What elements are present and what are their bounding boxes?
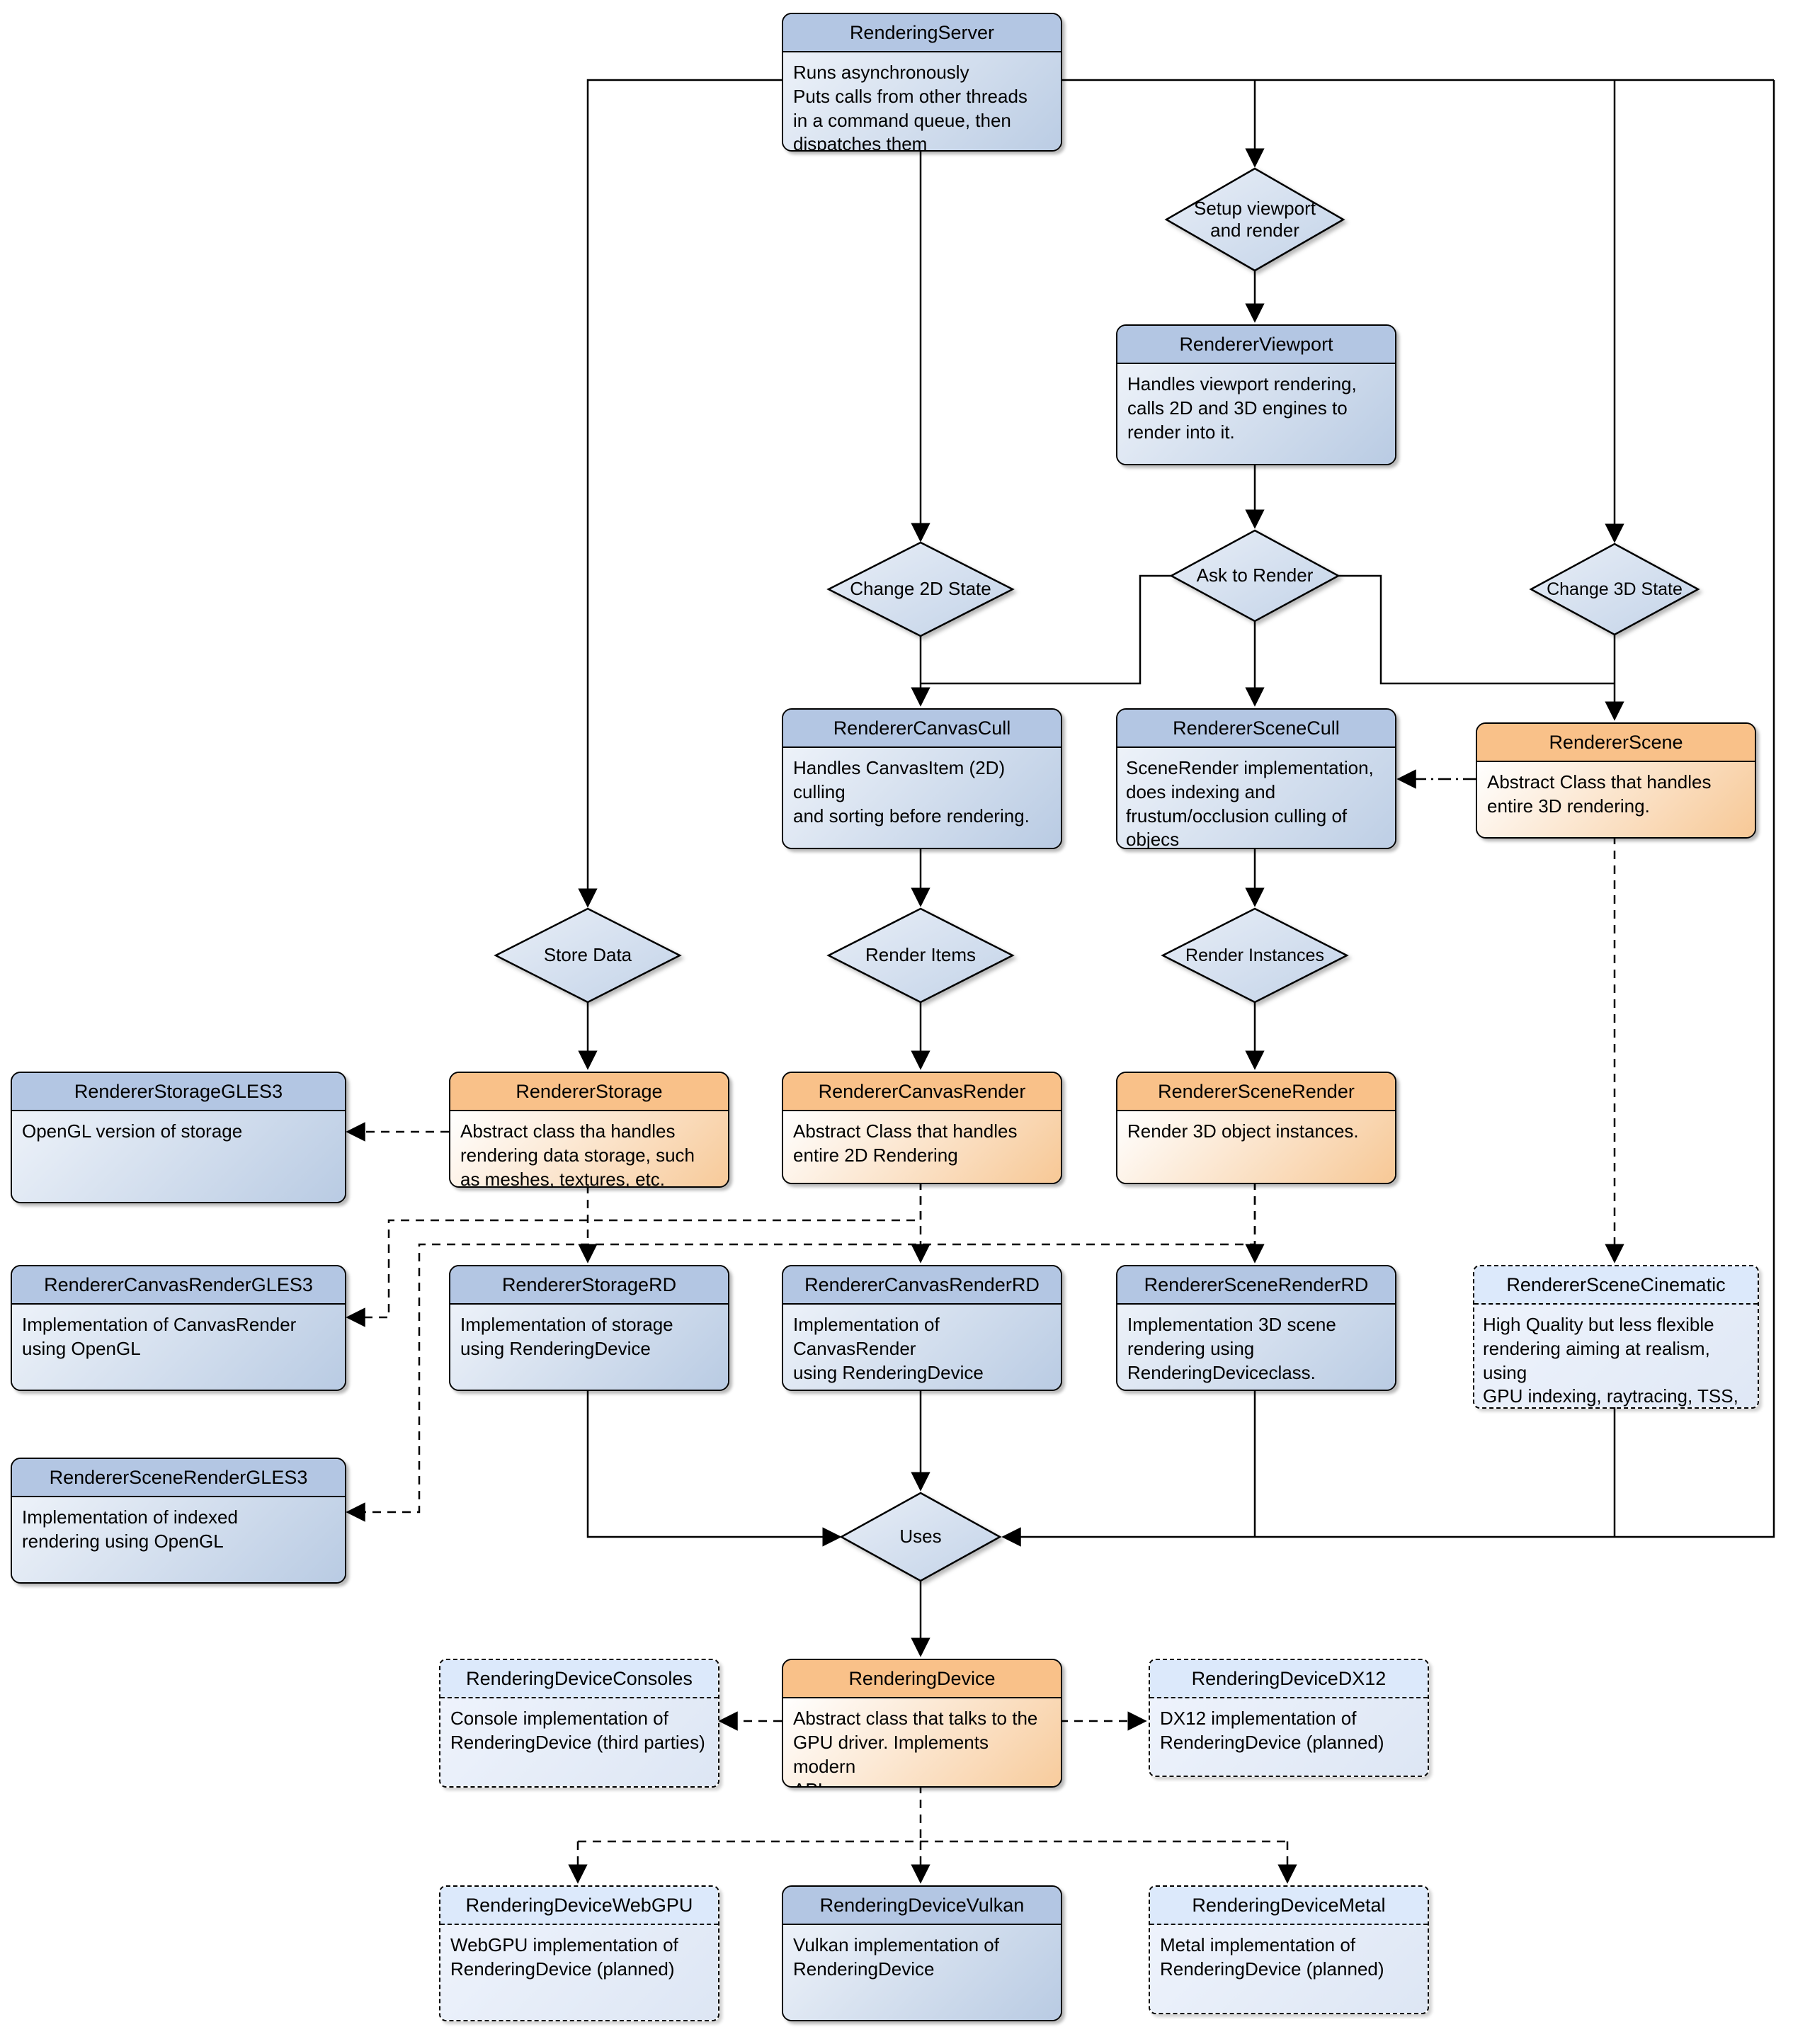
node-desc: DX12 implementation of RenderingDevice (… [1150,1698,1428,1776]
node-title: RenderingDevice [783,1660,1061,1698]
diamond-shape [829,543,1013,636]
node-renderer-storage: RendererStorage Abstract class tha handl… [449,1072,729,1188]
node-desc: Implementation of storage using Renderin… [450,1305,728,1390]
decision-label: Store Data [543,944,632,966]
node-rendering-server: RenderingServer Runs asynchronously Puts… [782,13,1062,152]
node-rendering-device-vulkan: RenderingDeviceVulkan Vulkan implementat… [782,1885,1062,2021]
node-title: RendererStorageRD [450,1266,728,1305]
node-title: RendererCanvasRenderRD [783,1266,1061,1305]
node-desc: Metal implementation of RenderingDevice … [1150,1925,1428,2013]
node-rendering-device-consoles: RenderingDeviceConsoles Console implemen… [439,1659,719,1788]
decision-label: Render Items [865,944,977,966]
node-renderer-canvas-render-gles3: RendererCanvasRenderGLES3 Implementation… [11,1265,346,1391]
node-renderer-canvas-render: RendererCanvasRender Abstract Class that… [782,1072,1062,1184]
node-desc: Implementation of CanvasRender using Ope… [12,1305,345,1390]
node-rendering-device: RenderingDevice Abstract class that talk… [782,1659,1062,1788]
node-title: RendererStorageGLES3 [12,1073,345,1111]
diamond-shape [841,1493,1000,1581]
decision-change-2d-state: Change 2D State [829,543,1013,636]
node-renderer-scene-render: RendererSceneRender Render 3D object ins… [1116,1072,1396,1184]
decision-store-data: Store Data [496,909,680,1002]
node-desc: Abstract class tha handles rendering dat… [450,1111,728,1186]
node-desc: Runs asynchronously Puts calls from othe… [783,52,1061,150]
decision-render-instances: Render Instances [1163,909,1347,1002]
node-title: RenderingDeviceConsoles [440,1660,718,1698]
decision-label: Uses [899,1526,942,1548]
node-rendering-device-metal: RenderingDeviceMetal Metal implementatio… [1149,1885,1429,2014]
node-title: RendererCanvasRender [783,1073,1061,1111]
decision-render-items: Render Items [829,909,1013,1002]
diamond-shape [1163,909,1347,1002]
node-desc: Handles CanvasItem (2D) culling and sort… [783,748,1061,848]
decision-setup-viewport: Setup viewport and render [1166,169,1343,271]
node-renderer-scene-cull: RendererSceneCull SceneRender implementa… [1116,708,1396,849]
node-title: RendererSceneRenderGLES3 [12,1459,345,1497]
node-renderer-storage-gles3: RendererStorageGLES3 OpenGL version of s… [11,1072,346,1203]
node-title: RendererCanvasRenderGLES3 [12,1266,345,1305]
node-title: RendererScene [1477,724,1755,762]
node-desc: WebGPU implementation of RenderingDevice… [440,1925,718,2020]
decision-label: Change 2D State [850,578,991,600]
node-renderer-viewport: RendererViewport Handles viewport render… [1116,324,1396,465]
node-desc: Implementation of indexed rendering usin… [12,1497,345,1582]
node-title: RenderingDeviceDX12 [1150,1660,1428,1698]
node-renderer-storage-rd: RendererStorageRD Implementation of stor… [449,1265,729,1391]
node-renderer-scene-cinematic: RendererSceneCinematic High Quality but … [1473,1265,1759,1409]
node-desc: OpenGL version of storage [12,1111,345,1202]
diamond-shape [1171,530,1338,621]
node-rendering-device-webgpu: RenderingDeviceWebGPU WebGPU implementat… [439,1885,719,2021]
node-desc: High Quality but less flexible rendering… [1474,1305,1758,1407]
decision-label: Ask to Render [1196,564,1314,586]
node-title: RenderingServer [783,14,1061,52]
node-title: RendererSceneRender [1117,1073,1395,1111]
node-title: RenderingDeviceWebGPU [440,1887,718,1925]
node-title: RenderingDeviceVulkan [783,1887,1061,1925]
node-desc: Abstract Class that handles entire 3D re… [1477,762,1755,837]
node-renderer-scene-render-gles3: RendererSceneRenderGLES3 Implementation … [11,1458,346,1584]
node-desc: Abstract Class that handles entire 2D Re… [783,1111,1061,1183]
node-renderer-canvas-render-rd: RendererCanvasRenderRD Implementation of… [782,1265,1062,1391]
node-desc: SceneRender implementation, does indexin… [1117,748,1395,848]
node-desc: Abstract class that talks to the GPU dri… [783,1698,1061,1786]
node-title: RendererStorage [450,1073,728,1111]
node-rendering-device-dx12: RenderingDeviceDX12 DX12 implementation … [1149,1659,1429,1777]
diamond-shape [1531,544,1698,635]
node-renderer-scene: RendererScene Abstract Class that handle… [1476,722,1756,839]
node-renderer-canvas-cull: RendererCanvasCull Handles CanvasItem (2… [782,708,1062,849]
node-desc: Implementation 3D scene rendering using … [1117,1305,1395,1390]
node-desc: Console implementation of RenderingDevic… [440,1698,718,1786]
decision-label: Render Instances [1185,946,1324,965]
node-title: RendererSceneCull [1117,710,1395,748]
node-desc: Implementation of CanvasRender using Ren… [783,1305,1061,1390]
decision-change-3d-state: Change 3D State [1531,544,1698,635]
diamond-shape [496,909,680,1002]
diamond-shape [1166,169,1343,271]
diamond-shape [829,909,1013,1002]
node-title: RendererSceneRenderRD [1117,1266,1395,1305]
decision-label: Change 3D State [1547,579,1683,599]
node-desc: Handles viewport rendering, calls 2D and… [1117,364,1395,464]
decision-uses: Uses [841,1493,1000,1581]
node-title: RendererViewport [1117,326,1395,364]
decision-label: Setup viewport and render [1194,197,1316,241]
node-title: RenderingDeviceMetal [1150,1887,1428,1925]
decision-ask-to-render: Ask to Render [1171,530,1338,621]
node-title: RendererSceneCinematic [1474,1266,1758,1305]
node-desc: Render 3D object instances. [1117,1111,1395,1183]
node-desc: Vulkan implementation of RenderingDevice [783,1925,1061,2020]
node-renderer-scene-render-rd: RendererSceneRenderRD Implementation 3D … [1116,1265,1396,1391]
node-title: RendererCanvasCull [783,710,1061,748]
